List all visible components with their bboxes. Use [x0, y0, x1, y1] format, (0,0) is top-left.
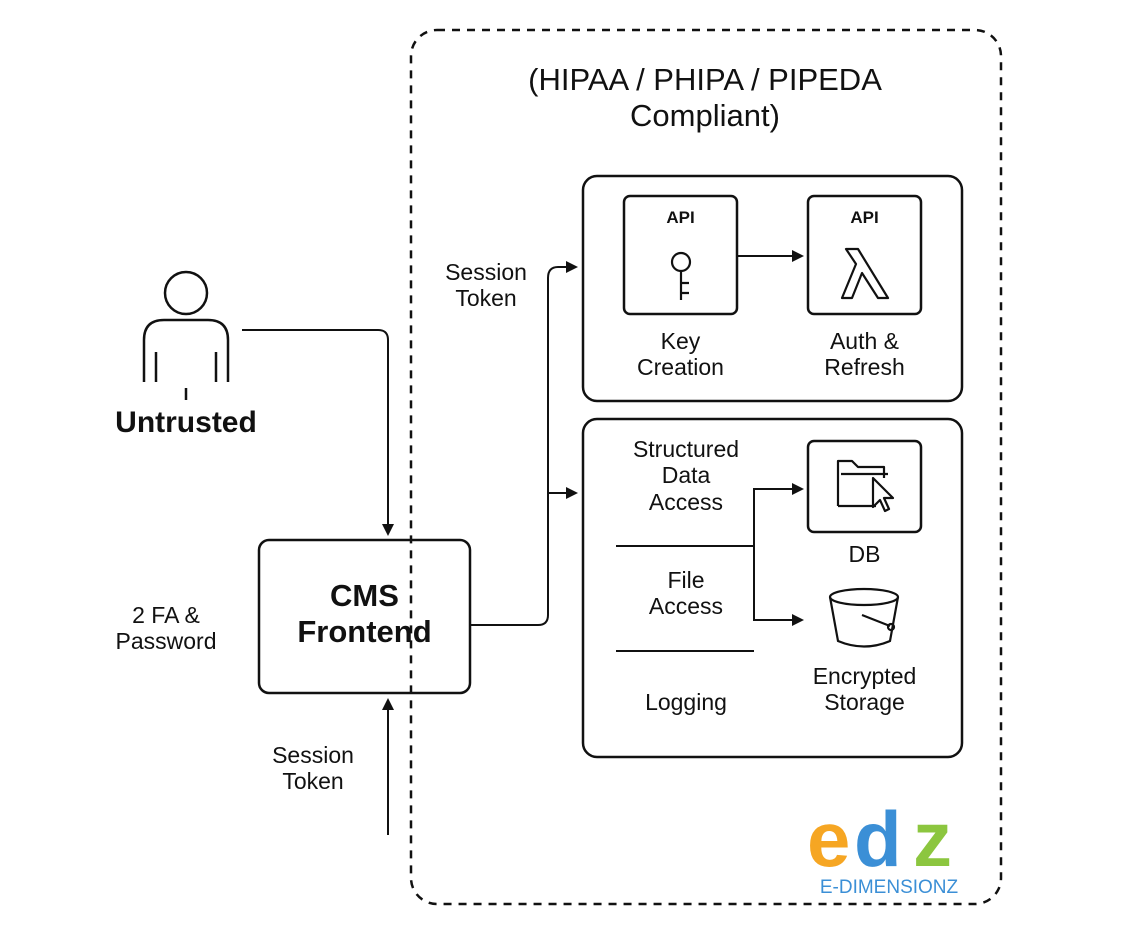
storage-label: Encrypted Storage [812, 663, 917, 716]
logo-letter-d: d [854, 795, 902, 883]
key-api-label: API [666, 208, 695, 227]
auth-api-box [806, 194, 923, 316]
auth-method-label: 2 FA & Password [115, 602, 217, 655]
auth-api-label: API [850, 208, 879, 227]
data-group-box [581, 417, 964, 759]
compliance-title: (HIPAA / PHIPA / PIPEDA Compliant) [528, 62, 882, 133]
user-icon [142, 270, 230, 400]
folder-icon [836, 459, 895, 513]
bottom-token-label: Session Token [272, 742, 354, 795]
bucket-icon [828, 587, 900, 648]
key-creation-label: Key Creation [637, 328, 724, 381]
frontend-branch-line [470, 261, 578, 626]
logo-tagline: E-DIMENSIONZ [820, 877, 959, 898]
auth-group-box [581, 174, 964, 403]
key-icon [670, 251, 692, 300]
logo: e d z E-DIMENSIONZ [807, 795, 959, 898]
auth-refresh-label: Auth & Refresh [824, 328, 905, 381]
file-access-label: File Access [648, 567, 724, 620]
cms-frontend-box [257, 538, 472, 695]
logging-label: Logging [645, 689, 727, 715]
logo-letter-z: z [913, 795, 952, 883]
db-box [806, 439, 923, 534]
logo-letter-e: e [807, 795, 850, 883]
access-to-storage-arrow [753, 546, 804, 626]
lambda-icon [840, 247, 890, 300]
structured-access-label: Structured Data Access [632, 436, 740, 515]
user-label: Untrusted [115, 406, 257, 439]
user-to-frontend-arrow [242, 329, 394, 536]
db-label: DB [848, 541, 881, 567]
mid-token-label: Session Token [445, 259, 527, 312]
frontend-label: CMS Frontend [297, 578, 432, 649]
access-to-db-arrow [753, 483, 804, 546]
compliance-boundary [409, 28, 1003, 906]
